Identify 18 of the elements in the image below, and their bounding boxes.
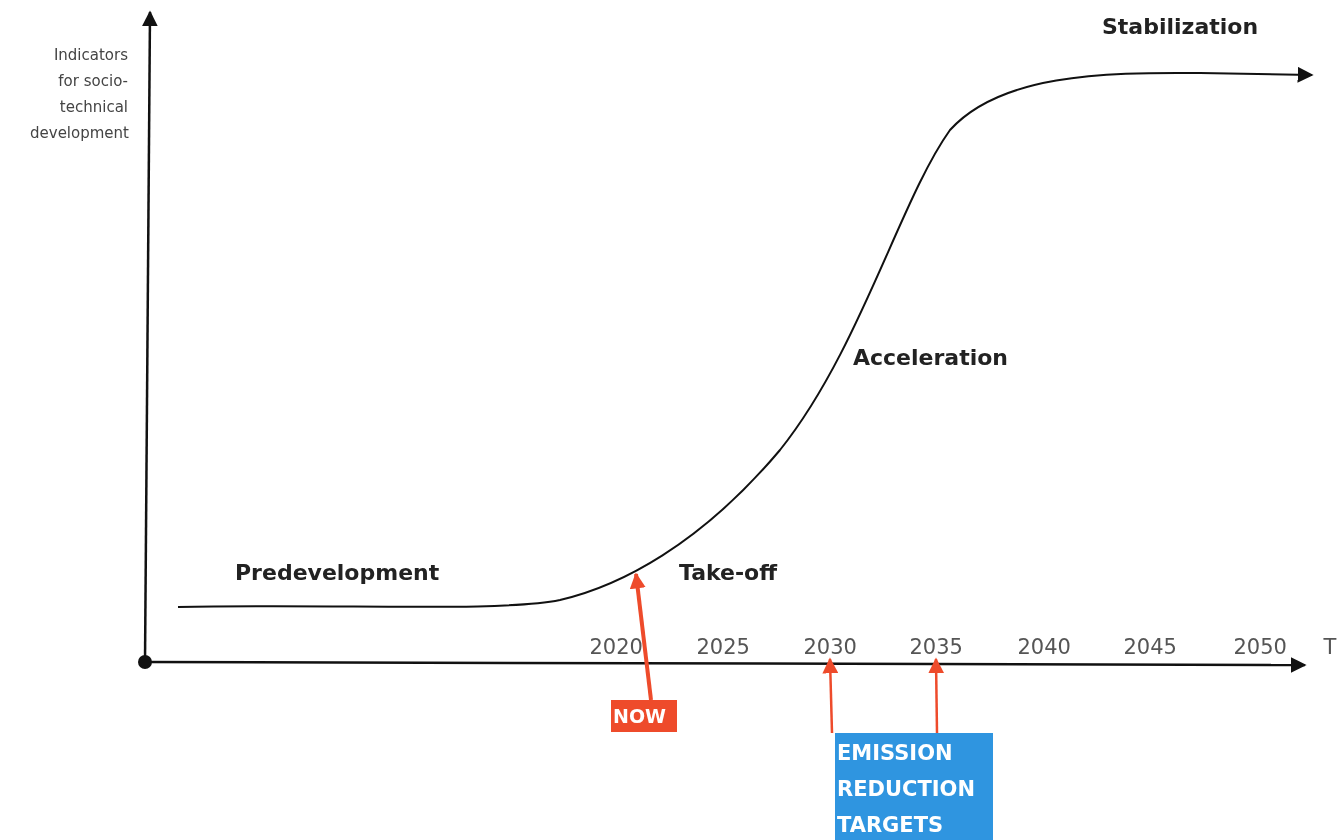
tag-label: NOW — [611, 700, 677, 732]
tick-label: 2025 — [696, 635, 750, 659]
arrow — [822, 657, 839, 734]
phase-label: Take-off — [679, 560, 778, 585]
arrow — [928, 657, 945, 733]
tick-label: 2040 — [1017, 635, 1071, 659]
tick-label: 2020 — [589, 635, 643, 659]
phase-label: Predevelopment — [235, 560, 440, 585]
arrow — [629, 572, 653, 701]
tick-label: 2045 — [1123, 635, 1177, 659]
phase-label: Stabilization — [1102, 14, 1259, 39]
axis-title: Indicators for socio-technical development — [30, 45, 128, 144]
tick-label: 2030 — [803, 635, 857, 659]
tick-label: 2050 — [1233, 635, 1287, 659]
tag-label: EMISSION REDUCTION TARGETS — [835, 733, 993, 840]
tick-label: 2035 — [909, 635, 963, 659]
phase-label: Acceleration — [853, 345, 1009, 370]
axis-label: T — [1323, 635, 1337, 659]
